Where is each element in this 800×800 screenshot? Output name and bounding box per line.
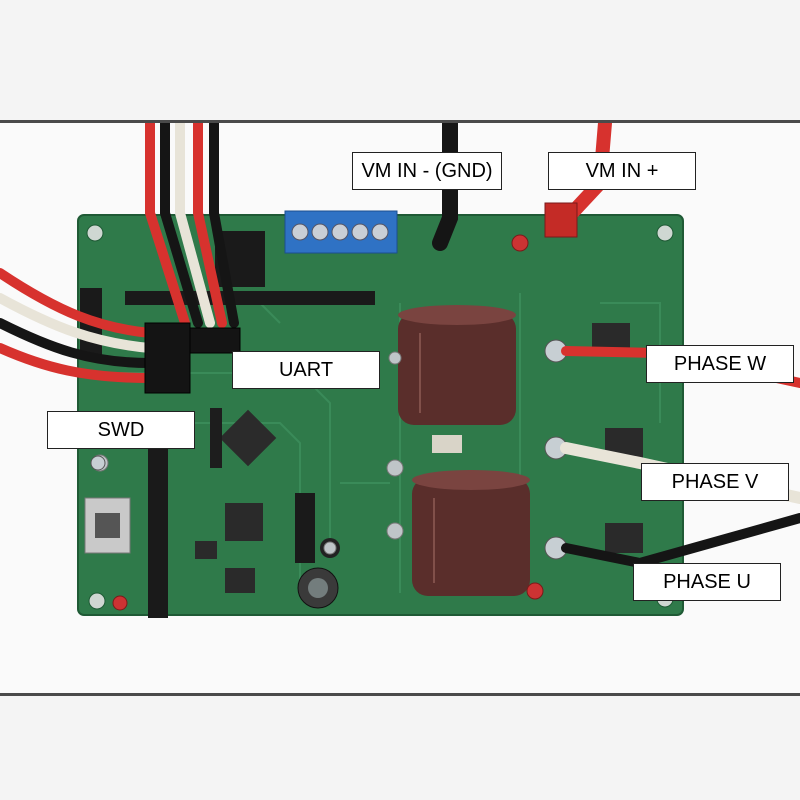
label-vm-in-gnd: VM IN - (GND)	[352, 152, 502, 190]
large-capacitors	[398, 305, 530, 596]
push-button	[84, 497, 131, 554]
label-phase-w: PHASE W	[646, 345, 794, 383]
label-vm-in-plus: VM IN +	[548, 152, 696, 190]
label-phase-v: PHASE V	[641, 463, 789, 501]
label-phase-u: PHASE U	[633, 563, 781, 601]
label-swd: SWD	[47, 411, 195, 449]
motor-driver-board-illustration	[0, 123, 800, 693]
terminal-block	[284, 210, 398, 254]
pcb-photo: VM IN - (GND) VM IN + UART SWD PHASE W P…	[0, 120, 800, 696]
label-uart: UART	[232, 351, 380, 389]
